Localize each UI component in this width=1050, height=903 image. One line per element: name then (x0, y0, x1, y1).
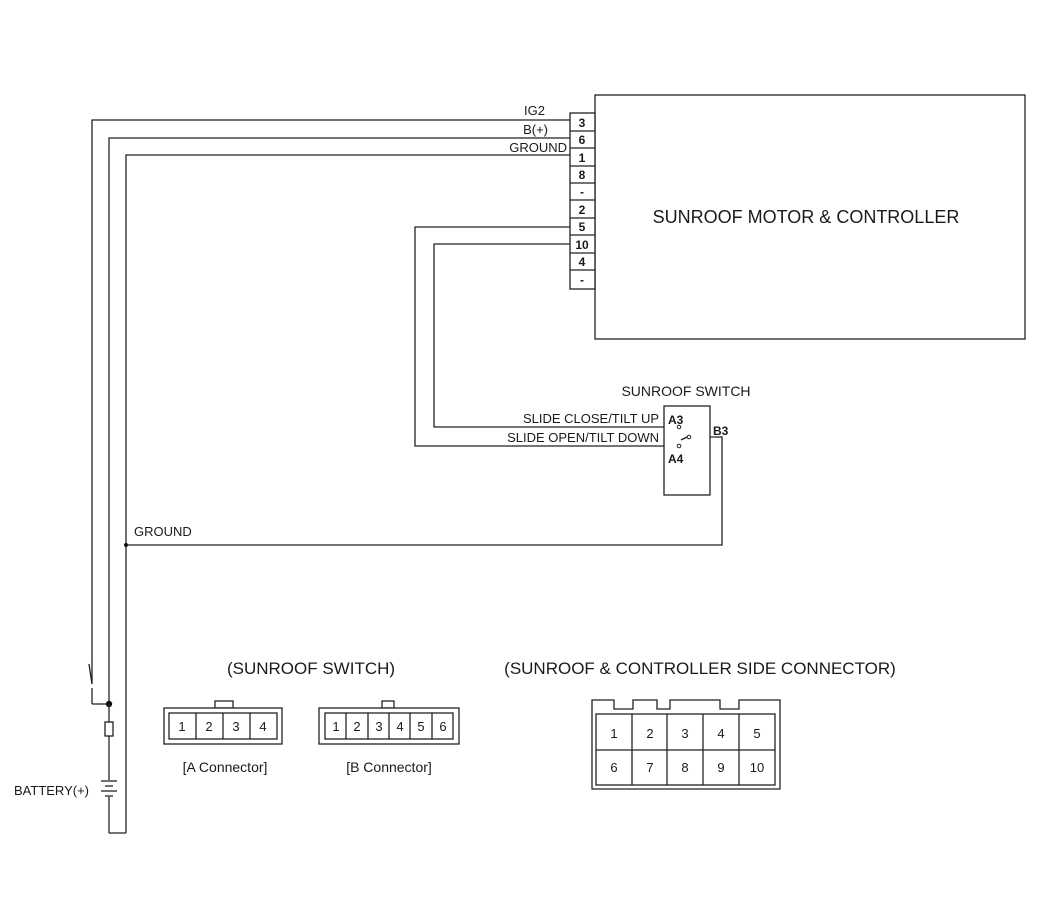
ground-label: GROUND (134, 524, 192, 539)
controller-pin-4: 8 (579, 168, 586, 182)
b-pin-2: 2 (353, 719, 360, 734)
controller-conn-pin-4: 4 (717, 726, 724, 741)
controller-conn-pin-1: 1 (610, 726, 617, 741)
switch-box (663, 405, 711, 496)
battery-label: BATTERY(+) (14, 783, 89, 798)
controller-pin-6: 2 (579, 203, 586, 217)
controller-title: SUNROOF MOTOR & CONTROLLER (653, 207, 960, 227)
switch-ground-wire (126, 436, 723, 546)
controller-conn-pin-2: 2 (646, 726, 653, 741)
controller-pin-9: 4 (579, 255, 586, 269)
controller-pin-column: 3 6 1 8 - 2 5 10 4 - (569, 112, 596, 290)
controller-pin-10: - (580, 273, 584, 287)
switch-connectors-heading: (SUNROOF SWITCH) (227, 659, 395, 678)
controller-box (594, 94, 1026, 340)
a-pin-3: 3 (232, 719, 239, 734)
a-pin-2: 2 (205, 719, 212, 734)
controller-conn-pin-7: 7 (646, 760, 653, 775)
b-connector: 1 2 3 4 5 6 (318, 700, 460, 745)
controller-pin-8: 10 (575, 238, 589, 252)
bplus-label: B(+) (523, 122, 548, 137)
ig2-label: IG2 (524, 103, 545, 118)
ground-junction-dot (124, 543, 128, 547)
controller-conn-pin-10: 10 (750, 760, 764, 775)
a-pin-4: 4 (259, 719, 266, 734)
slide-open-wire (414, 226, 677, 447)
b-connector-caption: [B Connector] (346, 759, 432, 775)
controller-conn-pin-8: 8 (681, 760, 688, 775)
controller-conn-pin-3: 3 (681, 726, 688, 741)
ignition-switch (88, 663, 93, 685)
controller-pin-2: 6 (579, 133, 586, 147)
controller-connector: 1 2 3 4 5 6 7 8 9 10 (591, 699, 781, 790)
controller-pin-3: 1 (579, 151, 586, 165)
bplus-wire (108, 137, 570, 704)
a-connector: 1 2 3 4 (163, 700, 283, 745)
ground-wire (125, 154, 570, 833)
slide-open-label: SLIDE OPEN/TILT DOWN (507, 430, 659, 445)
slide-close-label: SLIDE CLOSE/TILT UP (523, 411, 659, 426)
a-pin-1: 1 (178, 719, 185, 734)
a-connector-caption: [A Connector] (183, 759, 268, 775)
switch-contact (680, 436, 688, 441)
switch-title: SUNROOF SWITCH (621, 383, 750, 399)
controller-pin-1: 3 (579, 116, 586, 130)
fuse-icon (104, 721, 114, 737)
controller-conn-pin-6: 6 (610, 760, 617, 775)
b-pin-1: 1 (332, 719, 339, 734)
controller-connector-heading: (SUNROOF & CONTROLLER SIDE CONNECTOR) (504, 659, 896, 678)
controller-pin-7: 5 (579, 220, 586, 234)
b-pin-4: 4 (396, 719, 403, 734)
controller-pin-5: - (580, 185, 584, 199)
switch-pin-b3: B3 (713, 424, 729, 438)
b-pin-6: 6 (439, 719, 446, 734)
controller-conn-pin-9: 9 (717, 760, 724, 775)
switch-pin-a4: A4 (668, 452, 684, 466)
switch-pin-a3: A3 (668, 413, 684, 427)
b-pin-5: 5 (417, 719, 424, 734)
slide-close-wire (433, 243, 677, 428)
controller-conn-pin-5: 5 (753, 726, 760, 741)
b-pin-3: 3 (375, 719, 382, 734)
ig2-wire (91, 119, 570, 684)
controller-ground-label: GROUND (509, 140, 567, 155)
